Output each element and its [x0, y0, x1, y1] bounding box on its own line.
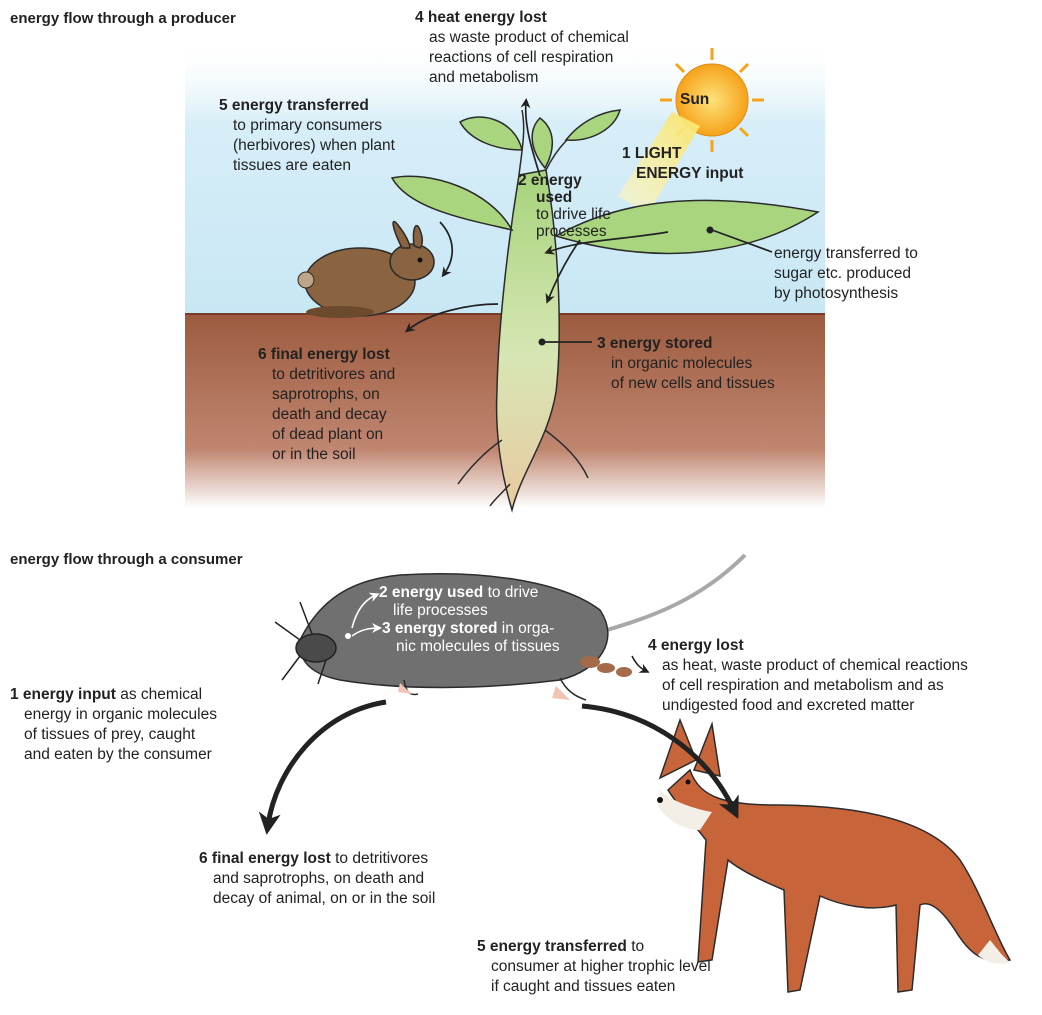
producer-label-4-line3: and metabolism: [415, 68, 629, 88]
consumer-label-3-line1: nic molecules of tissues: [382, 638, 560, 656]
consumer-header: energy flow through a consumer: [10, 551, 243, 568]
producer-label-2-title1: 2 energy: [518, 172, 611, 189]
producer-label-2-line2: processes: [518, 223, 611, 240]
consumer-label-6-tail: to detritivores: [335, 850, 428, 867]
consumer-label-1-line3: and eaten by the consumer: [10, 745, 217, 765]
consumer-label-5-tail: to: [631, 938, 644, 955]
consumer-label-5-line2: if caught and tissues eaten: [477, 977, 711, 997]
consumer-label-4-title: 4 energy lost: [648, 637, 744, 654]
consumer-label-5-title: 5 energy transferred: [477, 938, 627, 955]
consumer-label-4-line2: of cell respiration and metabolism and a…: [648, 676, 968, 696]
consumer-label-5-line1: consumer at higher trophic level: [477, 957, 711, 977]
consumer-label-5: 5 energy transferred to consumer at high…: [477, 937, 711, 997]
consumer-label-6-title: 6 final energy lost: [199, 850, 331, 867]
sugar-label-line2: sugar etc. produced: [774, 264, 918, 284]
producer-label-2-title2: used: [518, 189, 611, 206]
stored-marker: [539, 339, 546, 346]
producer-label-1-line1: 1 LIGHT: [622, 144, 743, 164]
consumer-label-4-line1: as heat, waste product of chemical react…: [648, 656, 968, 676]
consumer-label-2-line1: life processes: [379, 602, 538, 620]
producer-header: energy flow through a producer: [10, 10, 236, 27]
consumer-label-1-line1: energy in organic molecules: [10, 705, 217, 725]
producer-label-2: 2 energy used to drive life processes: [518, 172, 611, 240]
producer-label-6: 6 final energy lost to detritivores and …: [258, 345, 395, 465]
sugar-marker: [707, 227, 714, 234]
producer-label-3-line2: of new cells and tissues: [597, 374, 775, 394]
sugar-label: energy transferred to sugar etc. produce…: [774, 244, 918, 304]
consumer-label-1-title: 1 energy input: [10, 686, 116, 703]
producer-label-6-line3: death and decay: [258, 405, 395, 425]
producer-label-5-line1: to primary consumers: [219, 116, 395, 136]
producer-label-3: 3 energy stored in organic molecules of …: [597, 334, 775, 394]
consumer-label-6-line1: and saprotrophs, on death and: [199, 869, 435, 889]
sun-label: Sun: [680, 90, 709, 110]
consumer-label-2-tail: to drive: [488, 584, 539, 601]
consumer-label-3: 3 energy stored in orga- nic molecules o…: [382, 620, 560, 656]
consumer-label-1: 1 energy input as chemical energy in org…: [10, 685, 217, 765]
producer-label-5-line3: tissues are eaten: [219, 156, 395, 176]
producer-label-4-line1: as waste product of chemical: [415, 28, 629, 48]
producer-label-3-line1: in organic molecules: [597, 354, 775, 374]
producer-label-6-line2: saprotrophs, on: [258, 385, 395, 405]
consumer-label-4-line3: undigested food and excreted matter: [648, 696, 968, 716]
producer-label-3-title: 3 energy stored: [597, 335, 712, 352]
producer-label-1-line2: ENERGY input: [622, 164, 743, 184]
producer-label-4-line2: reactions of cell respiration: [415, 48, 629, 68]
consumer-label-2: 2 energy used to drive life processes: [379, 584, 538, 620]
sugar-label-line3: by photosynthesis: [774, 284, 918, 304]
producer-label-5-line2: (herbivores) when plant: [219, 136, 395, 156]
producer-label-6-line5: or in the soil: [258, 445, 395, 465]
producer-label-4-title: 4 heat energy lost: [415, 9, 547, 26]
consumer-label-3-tail: in orga-: [502, 620, 555, 637]
heat-lost-arrow: [632, 656, 646, 671]
producer-label-5-title: 5 energy transferred: [219, 97, 369, 114]
consumer-label-4: 4 energy lost as heat, waste product of …: [648, 636, 968, 716]
sugar-label-line1: energy transferred to: [774, 244, 918, 264]
producer-label-1: 1 LIGHT ENERGY input: [622, 144, 743, 184]
producer-label-5: 5 energy transferred to primary consumer…: [219, 96, 395, 176]
consumer-label-6: 6 final energy lost to detritivores and …: [199, 849, 435, 909]
producer-label-6-title: 6 final energy lost: [258, 346, 390, 363]
consumer-label-1-tail: as chemical: [120, 686, 202, 703]
consumer-label-2-title: 2 energy used: [379, 584, 483, 601]
producer-label-4: 4 heat energy lost as waste product of c…: [415, 8, 629, 88]
producer-label-6-line1: to detritivores and: [258, 365, 395, 385]
producer-label-6-line4: of dead plant on: [258, 425, 395, 445]
consumer-label-3-title: 3 energy stored: [382, 620, 497, 637]
consumer-label-6-line2: decay of animal, on or in the soil: [199, 889, 435, 909]
producer-label-2-line1: to drive life: [518, 206, 611, 223]
consumer-label-1-line2: of tissues of prey, caught: [10, 725, 217, 745]
